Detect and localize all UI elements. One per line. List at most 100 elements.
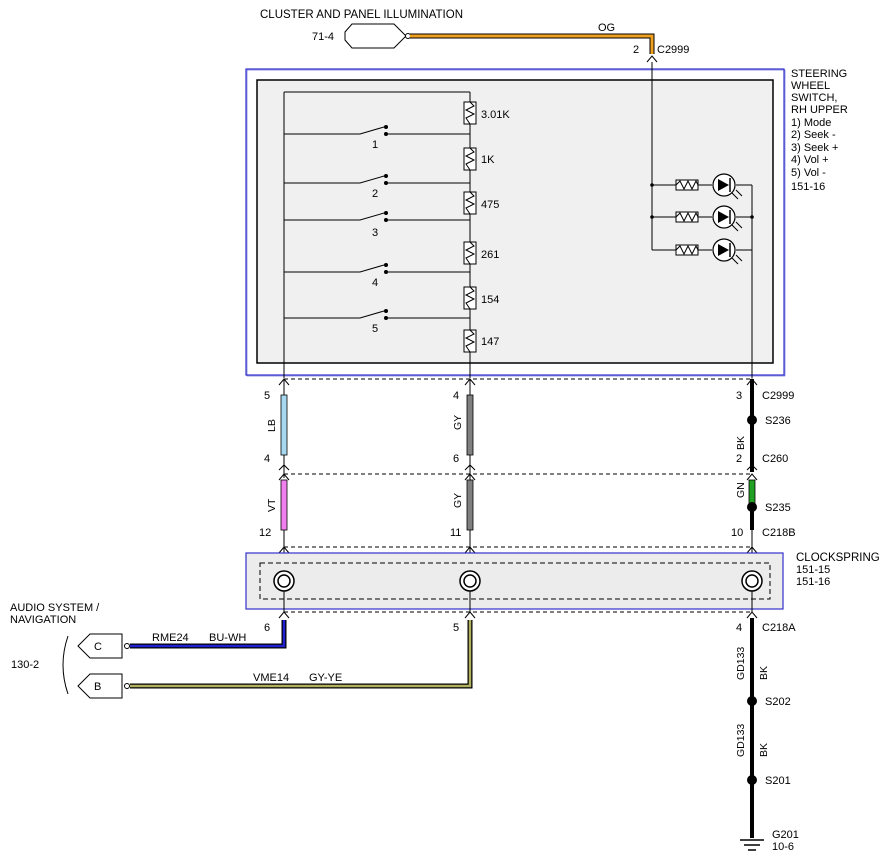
gn-wire xyxy=(748,479,756,505)
clockspring-inner-dashed xyxy=(259,562,771,600)
gy-ye-wire-color: GY-YE xyxy=(309,672,342,684)
c2999-top-pin-symbol xyxy=(646,55,658,63)
resistor-label-3-01k: 3.01K xyxy=(481,109,510,121)
cluster-illumination-title: CLUSTER AND PANEL ILLUMINATION xyxy=(260,9,463,21)
gy-ye-wire xyxy=(130,620,472,688)
right-pin-c218b: 10 xyxy=(731,527,743,539)
switch-function-2: 2) Seek - xyxy=(791,129,836,141)
resistor-475: 475 xyxy=(463,191,499,215)
rme24-circuit: RME24 xyxy=(152,632,189,644)
vme14-circuit: VME14 xyxy=(253,672,289,684)
ground-symbol xyxy=(740,839,764,851)
clockspring-title: CLOCKSPRING xyxy=(796,552,880,564)
resistor-label-147: 147 xyxy=(481,336,499,348)
og-wire-outline xyxy=(410,33,655,54)
clockspring-ref-1: 151-15 xyxy=(796,564,830,576)
gd133-color-1: BK xyxy=(758,666,770,680)
lb-wire xyxy=(280,394,288,456)
splice-label-s201: S201 xyxy=(765,775,791,787)
resistor-label-154: 154 xyxy=(481,294,499,306)
connector-71-4-shape xyxy=(344,23,407,49)
switch-function-4: 4) Vol + xyxy=(791,154,829,166)
switch-label-1: 1 xyxy=(372,139,378,151)
switch-5: 5 xyxy=(284,309,470,335)
switch-1: 1 xyxy=(284,125,470,151)
resistor-3-01k: 3.01K xyxy=(463,101,510,125)
splice-s201 xyxy=(747,775,757,785)
right-connector-c218b: C218B xyxy=(762,527,796,539)
right-pin-c218a: 4 xyxy=(736,622,742,634)
clockspring-coil-mid xyxy=(459,570,481,592)
resistor-147: 147 xyxy=(463,329,499,353)
right-connector-c260: C260 xyxy=(762,453,788,465)
left-pin-c218b: 12 xyxy=(259,527,271,539)
left-pin-c2999: 5 xyxy=(264,390,270,402)
mid-pin-c260: 6 xyxy=(453,453,459,465)
switch-label-3: 3 xyxy=(372,227,378,239)
right-connector-c218a: C218A xyxy=(762,622,796,634)
splice-label-s235: S235 xyxy=(765,502,791,514)
audio-title-1: AUDIO SYSTEM / xyxy=(10,602,100,614)
audio-title-2: NAVIGATION xyxy=(10,614,76,626)
switch-label-4: 4 xyxy=(372,277,378,289)
audio-connector-b-label: B xyxy=(94,681,101,693)
mid-pin-c2999: 4 xyxy=(453,390,459,402)
resistor-label-1k: 1K xyxy=(481,154,495,166)
bu-wh-wire xyxy=(130,620,286,648)
led-resistor-1 xyxy=(675,179,699,191)
switch-label-2: 2 xyxy=(372,188,378,200)
resistor-1k: 1K xyxy=(463,147,495,171)
switch-label-5: 5 xyxy=(372,323,378,335)
bk-wire-color: BK xyxy=(735,436,747,450)
gy-wire-upper xyxy=(466,394,474,456)
mid-pin-c218a: 5 xyxy=(453,622,459,634)
splice-s236 xyxy=(747,415,757,425)
cluster-illumination-ref: 71-4 xyxy=(312,31,334,43)
switch-function-1: 1) Mode xyxy=(791,117,831,129)
vt-wire-color: VT xyxy=(266,498,278,512)
wire-endpoint xyxy=(405,33,411,39)
splice-s202 xyxy=(747,696,757,706)
bu-wh-wire-color: BU-WH xyxy=(209,632,246,644)
led-resistor-2 xyxy=(675,211,699,223)
switch-title-1: STEERING xyxy=(791,68,847,80)
gy-wire-lower xyxy=(466,479,474,531)
right-connector-c2999: C2999 xyxy=(762,390,794,402)
left-pin-c260-a: 4 xyxy=(264,453,270,465)
gn-wire-color: GN xyxy=(735,482,747,498)
gd133-label-2: GD133 xyxy=(735,724,747,757)
clockspring-ref-2: 151-16 xyxy=(796,576,830,588)
og-wire-color: OG xyxy=(598,22,615,34)
ground-ref: 10-6 xyxy=(772,841,794,853)
gy-wire-lower-color: GY xyxy=(452,493,464,508)
clockspring-coil-left xyxy=(273,570,295,592)
right-pin-c260: 2 xyxy=(736,453,742,465)
resistor-label-475: 475 xyxy=(481,199,499,211)
lb-wire-color: LB xyxy=(266,419,278,432)
resistor-154: 154 xyxy=(463,286,499,310)
vt-wire xyxy=(280,479,288,531)
clockspring-box xyxy=(245,552,784,610)
audio-ref: 130-2 xyxy=(11,659,39,671)
led-1 xyxy=(712,173,743,200)
audio-connector-c xyxy=(77,633,123,659)
switch-title-4: RH UPPER xyxy=(791,104,848,116)
led-3 xyxy=(712,238,743,265)
audio-connector-bracket xyxy=(62,635,69,695)
c2999-top-pin: 2 xyxy=(633,44,639,56)
led-2 xyxy=(712,205,743,232)
splice-label-s202: S202 xyxy=(765,696,791,708)
gd133-color-2: BK xyxy=(758,743,770,757)
right-pin-c2999: 3 xyxy=(736,390,742,402)
switch-title-3: SWITCH, xyxy=(791,92,837,104)
switch-ref: 151-16 xyxy=(791,181,825,193)
splice-label-s236: S236 xyxy=(765,415,791,427)
switch-function-3: 3) Seek + xyxy=(791,142,838,154)
c2999-top-connector: C2999 xyxy=(657,44,689,56)
switch-title-2: WHEEL xyxy=(791,80,830,92)
gd133-label-1: GD133 xyxy=(735,647,747,680)
audio-connector-c-label: C xyxy=(94,641,102,653)
resistor-261: 261 xyxy=(463,241,499,265)
gy-ye-wire-outline xyxy=(130,620,473,689)
og-wire xyxy=(410,34,654,54)
